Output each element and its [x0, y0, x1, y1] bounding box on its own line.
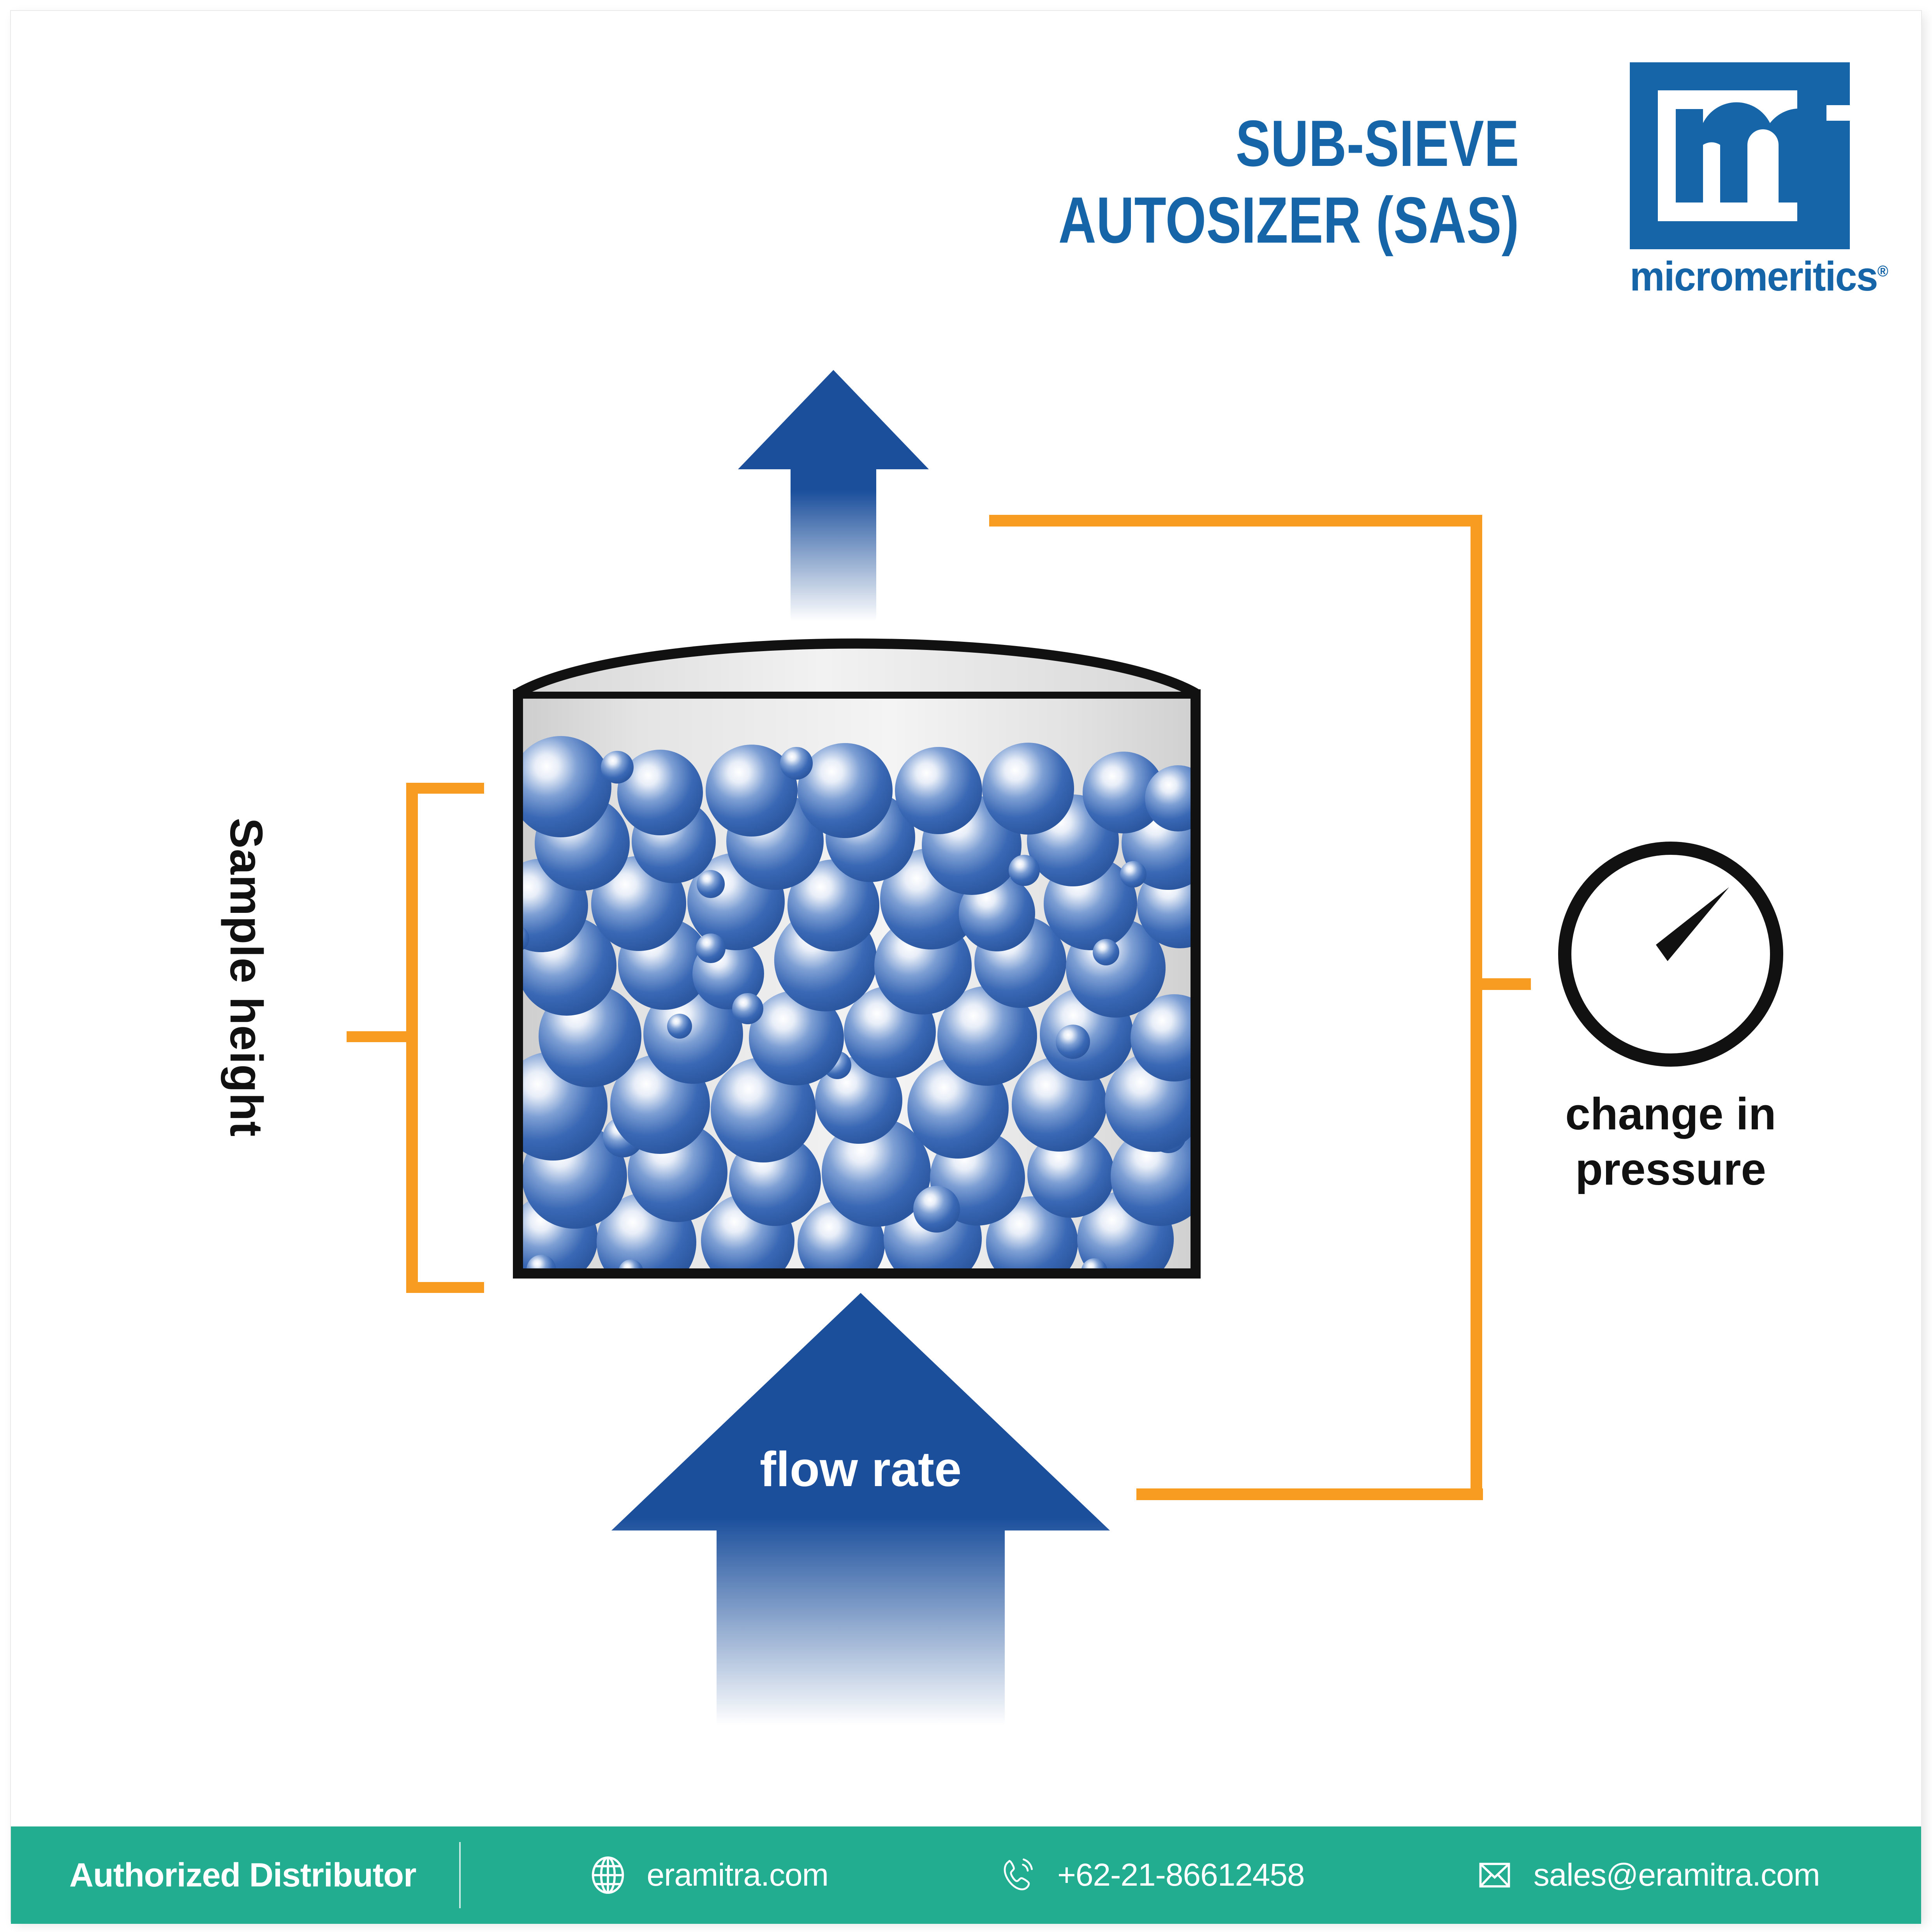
micromeritics-wordmark: micromeritics® — [1630, 254, 1888, 299]
micromeritics-logomark-icon — [1630, 62, 1850, 249]
envelope-icon — [1479, 1863, 1510, 1888]
phone-icon — [1004, 1858, 1033, 1890]
pressure-gauge-caption: change in pressure — [1527, 1087, 1815, 1197]
pressure-gauge-icon — [1558, 842, 1783, 1067]
footer-phone[interactable]: +62-21-86612458 — [1000, 1856, 1305, 1894]
outflow-arrow-icon — [738, 370, 929, 621]
registered-mark: ® — [1877, 262, 1888, 280]
pressure-caption-line-1: change in — [1565, 1088, 1776, 1139]
pressure-caption-line-2: pressure — [1575, 1143, 1766, 1194]
page-title-line-1: SUB-SIEVE — [1235, 107, 1519, 180]
globe-icon — [592, 1856, 624, 1894]
footer-phone-text: +62-21-86612458 — [1057, 1857, 1305, 1893]
sample-vessel — [513, 638, 1201, 1279]
footer-email-text: sales@eramitra.com — [1533, 1857, 1820, 1893]
footer-email[interactable]: sales@eramitra.com — [1476, 1856, 1820, 1894]
pressure-gauge: change in pressure — [1542, 837, 1799, 1227]
authorized-distributor-label: Authorized Distributor — [69, 1856, 416, 1894]
flow-rate-label: flow rate — [759, 1442, 962, 1497]
particle-bed — [518, 736, 1196, 1273]
page-title-line-2: AUTOSIZER (SAS) — [1058, 183, 1519, 257]
footer-website[interactable]: eramitra.com — [589, 1856, 829, 1894]
flow-rate-arrow-icon — [611, 1293, 1110, 1725]
footer-bar: Authorized Distributor eramitra.com +62-… — [11, 1826, 1921, 1924]
footer-divider — [459, 1842, 461, 1908]
page-title: SUB-SIEVE AUTOSIZER (SAS) — [927, 105, 1519, 258]
sample-height-label: Sample height — [220, 818, 272, 1137]
footer-website-text: eramitra.com — [646, 1857, 829, 1893]
micromeritics-logo: micromeritics® — [1630, 62, 1888, 304]
